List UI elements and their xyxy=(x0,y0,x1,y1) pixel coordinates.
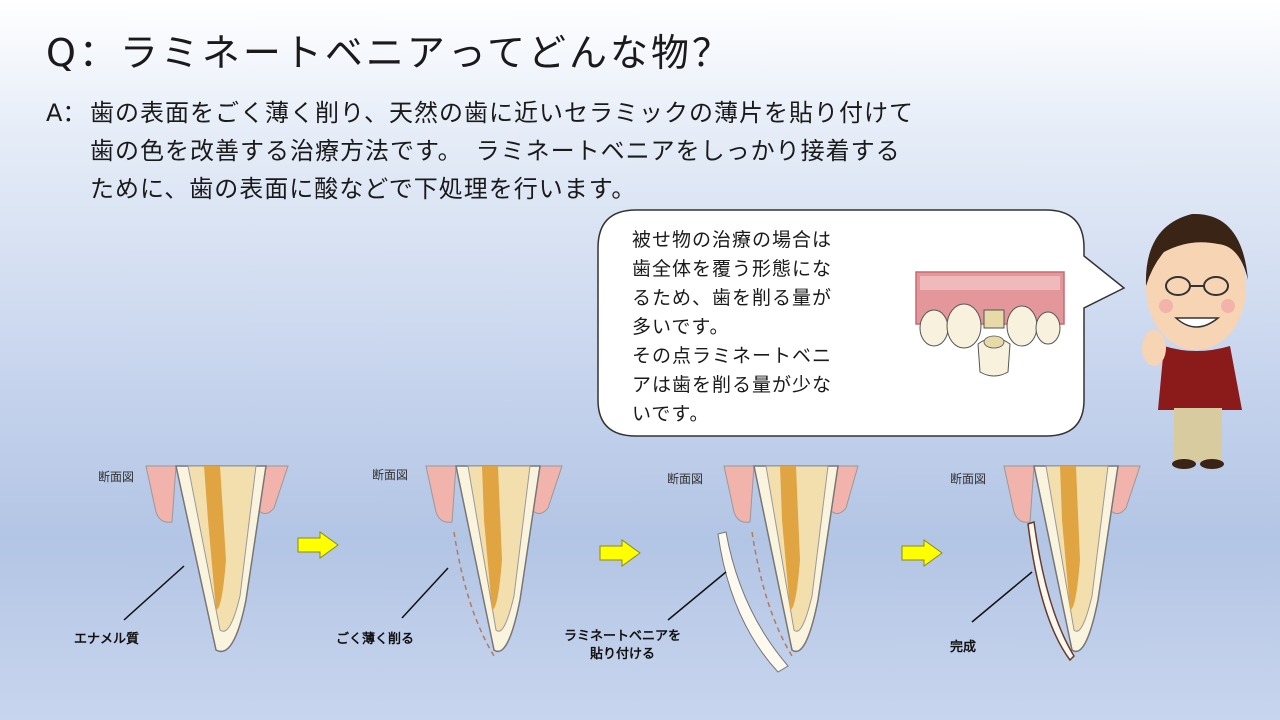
caption-complete: 完成 xyxy=(950,640,977,655)
right-arrow-icon xyxy=(297,531,339,559)
doctor-illustration xyxy=(1142,213,1248,469)
answer-text: 歯の表面をごく薄く削り、天然の歯に近いセラミックの薄片を貼り付けて 歯の色を改善… xyxy=(90,94,990,208)
answer-line: 歯の表面をごく薄く削り、天然の歯に近いセラミックの薄片を貼り付けて xyxy=(90,99,915,127)
caption-thin-cut: ごく薄く削る xyxy=(336,632,415,647)
cross-section-step-3 xyxy=(660,460,880,684)
cross-section-step-4 xyxy=(948,460,1148,674)
answer-line: ために、歯の表面に酸などで下処理を行います。 xyxy=(90,175,637,203)
tooth-cross-section xyxy=(1003,465,1141,662)
section-label: 断面図 xyxy=(950,472,987,486)
right-arrow-icon xyxy=(599,539,641,567)
answer-label: A： xyxy=(46,99,87,127)
pointer-line xyxy=(401,567,449,619)
crown-illustration xyxy=(915,271,1065,377)
speech-bubble xyxy=(597,209,1126,437)
tooth-cross-section xyxy=(717,465,859,673)
tooth-cross-section xyxy=(425,465,563,657)
caption-enamel: エナメル質 xyxy=(74,632,140,647)
pointer-line xyxy=(667,571,727,621)
right-arrow-icon xyxy=(901,539,943,567)
tooth-cross-section xyxy=(145,465,289,653)
bubble-text: 被せ物の治療の場合は 歯全体を覆う形態にな るため、歯を削る量が 多いです。 そ… xyxy=(632,229,833,425)
section-label: 断面図 xyxy=(98,470,135,484)
section-label: 断面図 xyxy=(667,472,704,486)
pointer-line xyxy=(971,571,1033,623)
caption-attach-line: ラミネートベニアを xyxy=(564,629,682,644)
section-label: 断面図 xyxy=(372,468,409,482)
cross-section-step-1 xyxy=(96,460,296,674)
caption-attach: ラミネートベニアを 貼り付ける xyxy=(564,628,681,664)
pointer-line xyxy=(123,565,185,621)
answer-line: 歯の色を改善する治療方法です。 ラミネートベニアをしっかり接着する xyxy=(90,137,901,165)
slide-title: Q：ラミネートベニアってどんな物？ xyxy=(46,31,734,75)
caption-attach-line: 貼り付ける xyxy=(590,647,656,662)
cross-section-step-2 xyxy=(370,460,570,674)
